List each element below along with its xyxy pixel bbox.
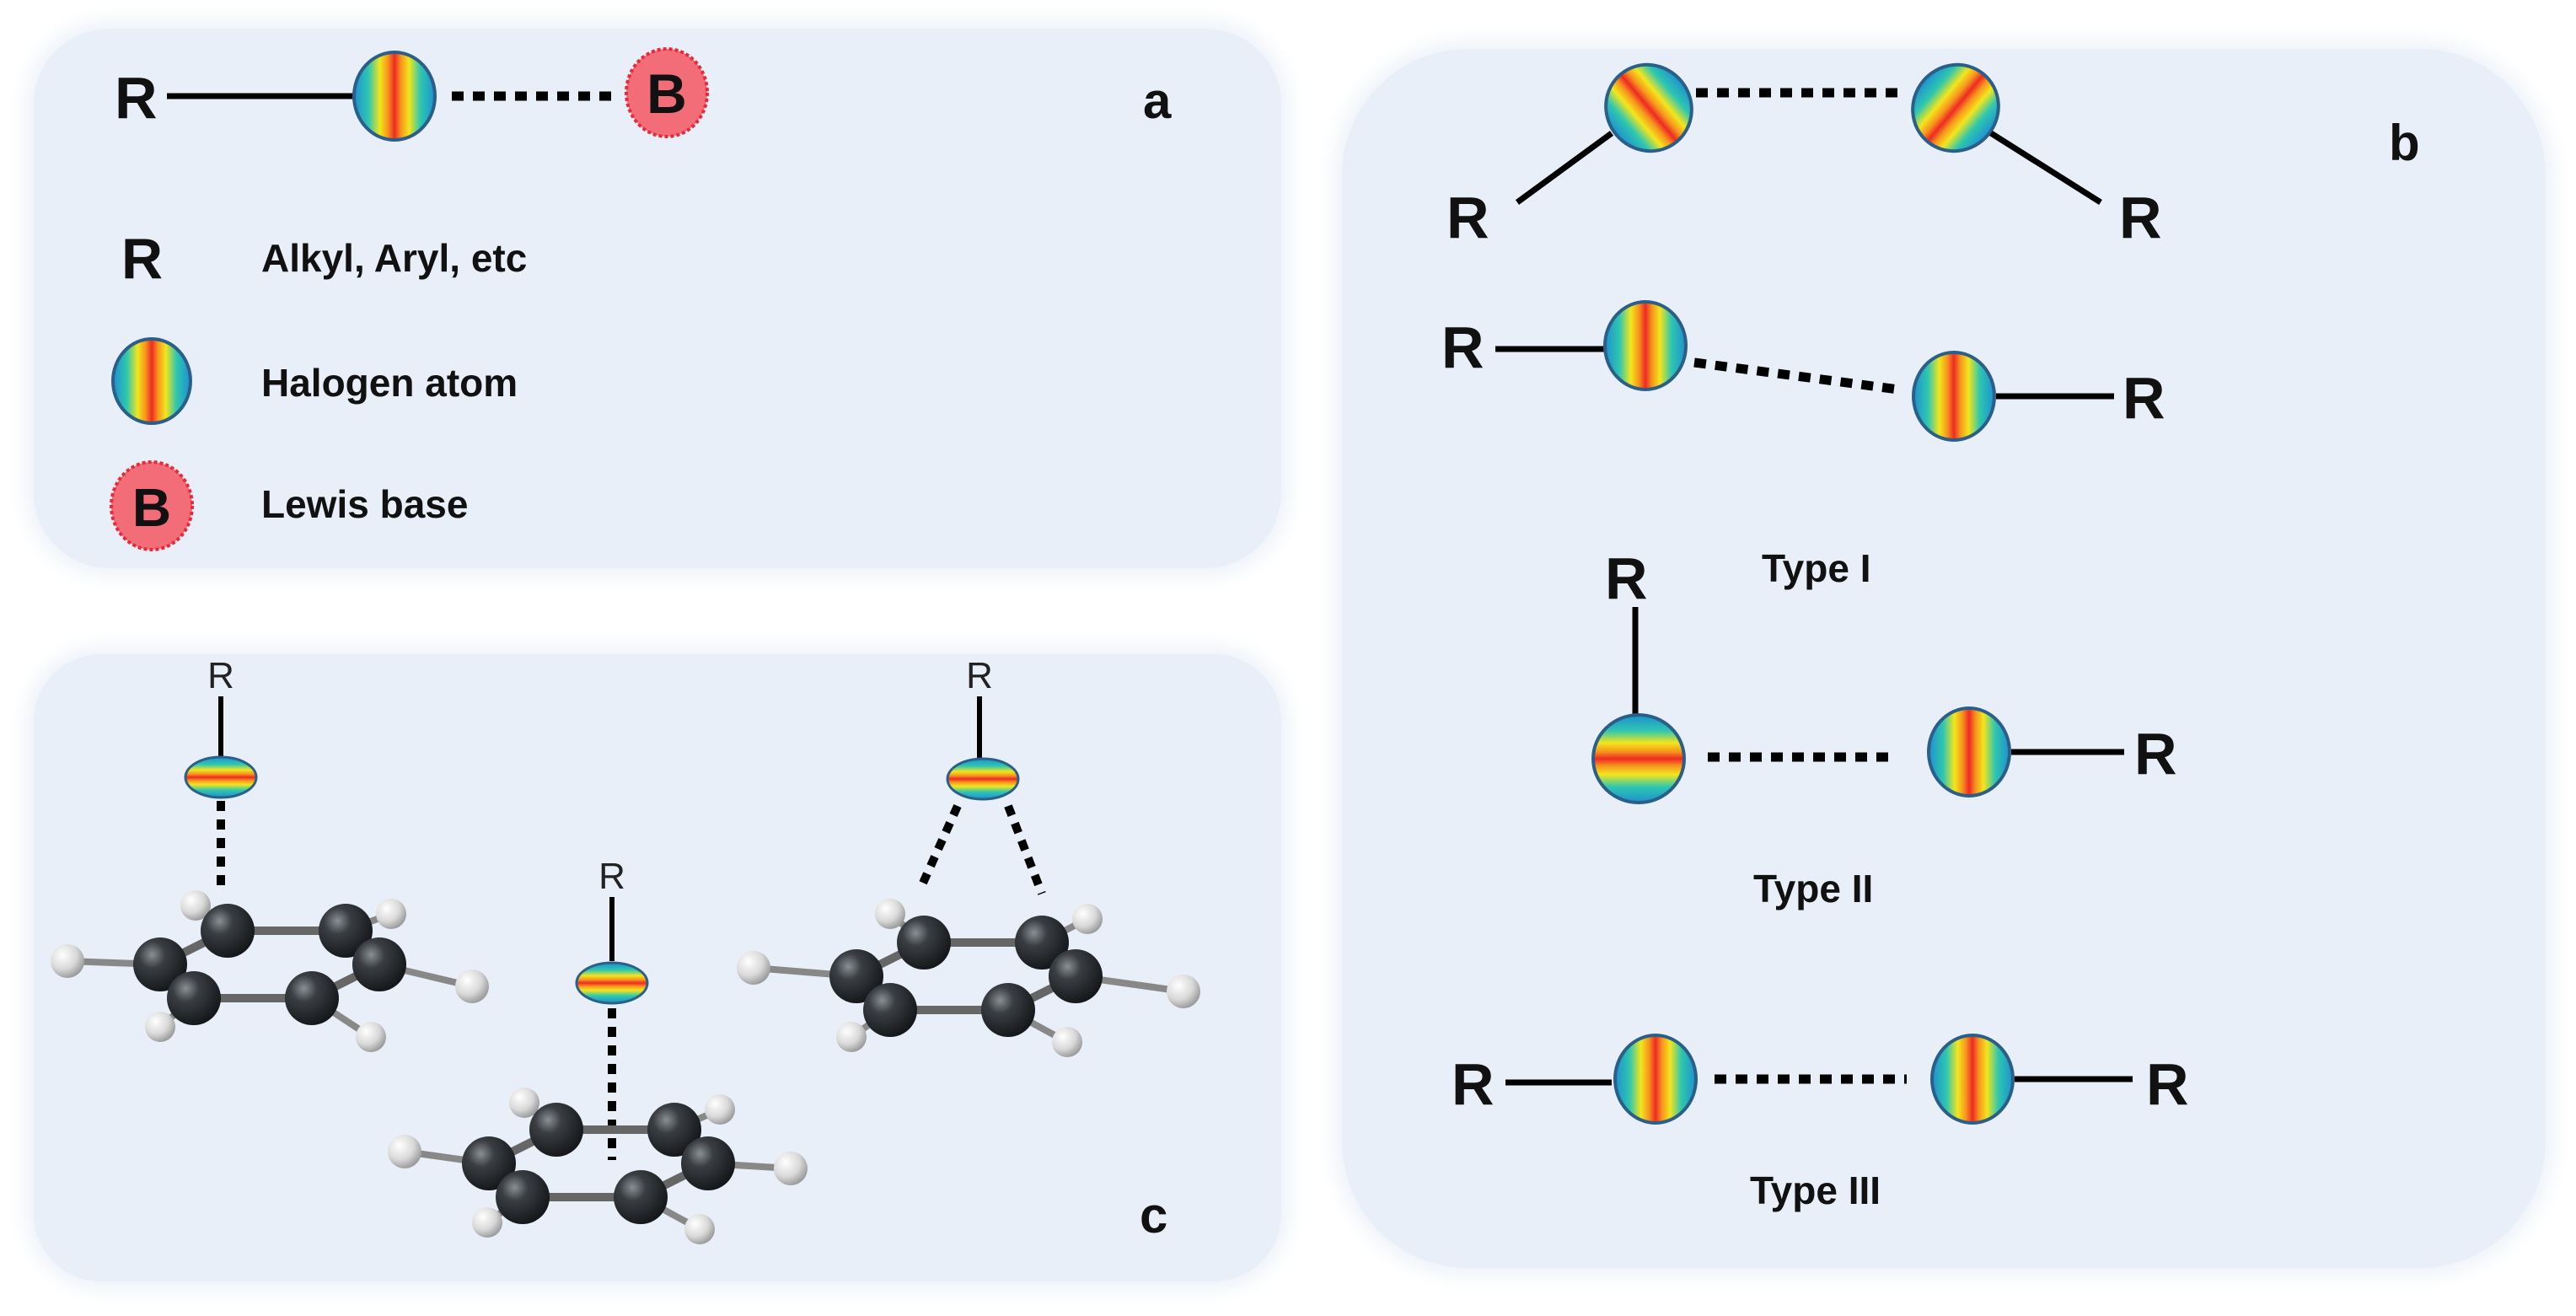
legend-halogen-icon — [111, 337, 192, 425]
benzene-ring — [388, 1088, 808, 1244]
hydrogen-atom — [684, 1214, 715, 1244]
r-label: R — [1441, 314, 1484, 380]
halogen-atom-icon — [1613, 1034, 1698, 1125]
halogen-atom-icon — [575, 961, 649, 1005]
r-label: R — [598, 856, 625, 897]
halogen-atom-icon — [1603, 300, 1688, 391]
carbon-atom — [167, 971, 221, 1025]
carbon-atom — [462, 1136, 516, 1190]
panel-b-type-i-a: R R b — [1446, 62, 2420, 250]
hydrogen-atom — [509, 1088, 539, 1118]
panel-c-letter: c — [1140, 1187, 1167, 1243]
panel-b-type-iii: R R Type III — [1452, 1034, 2189, 1212]
hydrogen-atom — [472, 1207, 502, 1238]
halogen-atom-icon — [946, 757, 1020, 801]
hydrogen-atom — [51, 944, 84, 978]
type-iii-label: Type III — [1750, 1168, 1881, 1212]
panel-a-legend: R Alkyl, Aryl, etc Halogen atom B Lewis … — [110, 227, 527, 551]
r-label: R — [966, 655, 993, 696]
hydrogen-atom — [737, 951, 770, 985]
r-label: R — [2123, 365, 2165, 431]
hydrogen-atom — [145, 1012, 175, 1042]
halogen-bond-dotted — [1004, 804, 1046, 895]
halogen-bond-dotted — [916, 803, 962, 891]
hydrogen-atom — [836, 1022, 867, 1052]
halogen-atom-icon — [1604, 62, 1693, 153]
panel-a-scheme: R B a — [115, 47, 1172, 142]
halogen-atom-icon — [184, 755, 258, 799]
carbon-atom — [285, 971, 339, 1025]
hydrogen-atom — [356, 1022, 386, 1052]
halogen-atom-icon — [1912, 351, 1996, 442]
carbon-atom — [681, 1136, 735, 1190]
halogen-bond-dotted — [1693, 357, 1899, 395]
panel-b-letter: b — [2389, 115, 2420, 171]
legend-r-symbol: R — [121, 227, 163, 291]
covalent-bond — [1989, 131, 2102, 205]
carbon-atom — [1015, 916, 1069, 970]
halogen-atom-icon — [1927, 706, 2011, 798]
hydrogen-atom — [705, 1094, 735, 1125]
panel-c-molecule-right: R — [737, 655, 1200, 1057]
r-label: R — [1452, 1051, 1495, 1117]
carbon-atom — [496, 1170, 550, 1224]
lewis-base-icon — [625, 47, 709, 138]
carbon-atom — [1049, 949, 1103, 1003]
hydrogen-atom — [774, 1152, 808, 1185]
hydrogen-atom — [455, 970, 489, 1003]
carbon-atom — [647, 1103, 701, 1157]
carbon-atom — [529, 1103, 583, 1157]
carbon-atom — [829, 949, 883, 1003]
lewis-base-label: B — [647, 62, 687, 125]
carbon-atom — [133, 937, 187, 991]
hydrogen-atom — [1072, 904, 1103, 934]
panel-b-type-i-b: R R Type I — [1441, 300, 2165, 590]
carbon-atom — [863, 983, 917, 1037]
hydrogen-atom — [1052, 1027, 1082, 1057]
r-label: R — [207, 655, 234, 696]
panel-c-molecule-left: R — [51, 655, 489, 1052]
halogen-atom-icon — [1930, 1034, 2015, 1125]
r-label: R — [2119, 185, 2162, 250]
legend-lewis-base-text: Lewis base — [261, 482, 468, 526]
carbon-atom — [614, 1170, 668, 1224]
legend-lewis-base-symbol: B — [132, 477, 171, 538]
legend-halogen-text: Halogen atom — [261, 361, 518, 405]
halogen-atom-icon — [1911, 62, 2000, 153]
panel-c-molecule-middle: R — [388, 856, 808, 1244]
carbon-atom — [897, 916, 951, 970]
type-i-label: Type I — [1762, 546, 1871, 590]
hydrogen-atom — [875, 899, 905, 929]
halogen-atom-icon — [352, 51, 437, 142]
carbon-atom — [201, 904, 255, 958]
carbon-atom — [319, 904, 373, 958]
r-label: R — [2134, 721, 2177, 787]
covalent-bond — [1515, 131, 1614, 205]
hydrogen-atom — [376, 899, 406, 929]
hydrogen-atom — [180, 890, 211, 921]
r-label: R — [2146, 1051, 2189, 1117]
hydrogen-atom — [388, 1135, 421, 1168]
legend-lewis-base-icon — [110, 460, 194, 551]
r-group-label: R — [115, 65, 158, 131]
type-ii-label: Type II — [1753, 867, 1873, 910]
carbon-atom — [352, 937, 406, 991]
panel-b-type-ii: R R Type II — [1591, 545, 2177, 910]
benzene-ring — [51, 890, 489, 1052]
panel-a-letter: a — [1143, 73, 1172, 129]
halogen-atom-icon — [1591, 713, 1686, 804]
r-label: R — [1605, 545, 1648, 611]
r-label: R — [1446, 185, 1489, 250]
hydrogen-atom — [1167, 975, 1200, 1008]
legend-r-text: Alkyl, Aryl, etc — [261, 236, 527, 280]
carbon-atom — [981, 983, 1035, 1037]
benzene-ring — [737, 899, 1200, 1057]
